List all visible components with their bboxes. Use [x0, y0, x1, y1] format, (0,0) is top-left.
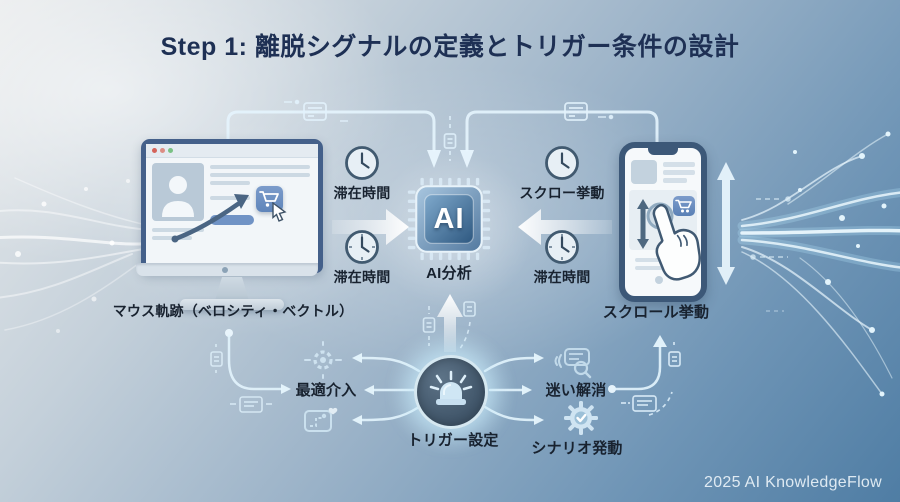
clock-icon	[545, 146, 579, 180]
phone-label: スクロール挙動	[602, 304, 710, 321]
scroll-arrows-icon	[717, 162, 735, 285]
text-line	[210, 196, 250, 200]
arrowhead-down	[460, 150, 474, 168]
outcome-label-scenario: シナリオ発動	[531, 440, 623, 457]
text-line	[635, 266, 677, 270]
text-line	[663, 178, 687, 183]
signal-label-scroll: スクロー挙動	[519, 185, 605, 201]
note-icon	[564, 102, 588, 121]
monitor-label: マウス軌跡（ベロシティ・ベクトル）	[112, 303, 354, 319]
page-dot	[655, 276, 663, 284]
monitor-base	[180, 299, 284, 310]
text-line	[210, 165, 310, 169]
trigger-label: トリガー設定	[407, 432, 499, 449]
arrow-trigger-to-chip	[437, 294, 463, 352]
trigger-node	[414, 355, 488, 429]
route-map-icon	[304, 407, 338, 432]
window-dot-green	[168, 148, 173, 153]
message-icon	[621, 342, 681, 416]
chip-label: AI分析	[426, 265, 472, 282]
cursor-icon	[272, 202, 287, 222]
browser-chrome	[146, 144, 318, 158]
gear-icon	[304, 341, 342, 379]
cart-icon	[673, 196, 695, 216]
note-icon	[303, 102, 327, 121]
arrowhead-down	[427, 150, 441, 168]
arrow-monitor-to-chip	[332, 209, 409, 245]
window-dot-red	[152, 148, 157, 153]
text-line	[210, 173, 310, 177]
watermark: 2025 AI KnowledgeFlow	[704, 474, 882, 491]
tag-icon	[422, 301, 476, 351]
scroll-arrows-icon	[637, 199, 649, 249]
signal-label-dwell-right: 滞在時間	[533, 269, 591, 285]
chat-search-icon	[554, 348, 592, 379]
desktop-monitor	[136, 139, 323, 310]
outcome-label-right: 迷い解消	[545, 382, 607, 399]
signal-label-dwell-bottom: 滞在時間	[333, 269, 391, 285]
text-line	[663, 162, 695, 167]
ai-chip-icon	[407, 177, 491, 261]
outcome-label-left: 最適介入	[295, 382, 357, 399]
gear-check-icon	[564, 401, 598, 435]
clock-icon	[345, 146, 379, 180]
siren-icon	[429, 370, 473, 405]
signal-label-dwell-top: 滞在時間	[333, 185, 391, 201]
person-icon	[162, 176, 194, 217]
hand-tap-icon	[646, 202, 701, 281]
text-line	[210, 181, 250, 185]
monitor-chin	[136, 263, 318, 276]
monitor-stand	[215, 277, 249, 300]
text-line	[663, 170, 695, 175]
chip-ai-text: AI	[433, 202, 465, 235]
clock-icon	[345, 230, 379, 264]
window-dot-pink	[160, 148, 165, 153]
avatar	[152, 163, 204, 221]
tag-icon	[210, 344, 272, 413]
mouse-trajectory-arrow	[171, 194, 249, 243]
arrow-phone-to-chip	[518, 209, 612, 245]
phone-notch	[648, 148, 678, 155]
page-title: Step 1: 離脱シグナルの定義とトリガー条件の設計	[160, 33, 740, 61]
cta-pill	[210, 215, 254, 225]
monitor-screen	[141, 139, 323, 273]
text-line	[152, 228, 204, 232]
image-placeholder	[631, 160, 657, 184]
clock-icon	[545, 230, 579, 264]
tag-icon	[443, 116, 457, 161]
